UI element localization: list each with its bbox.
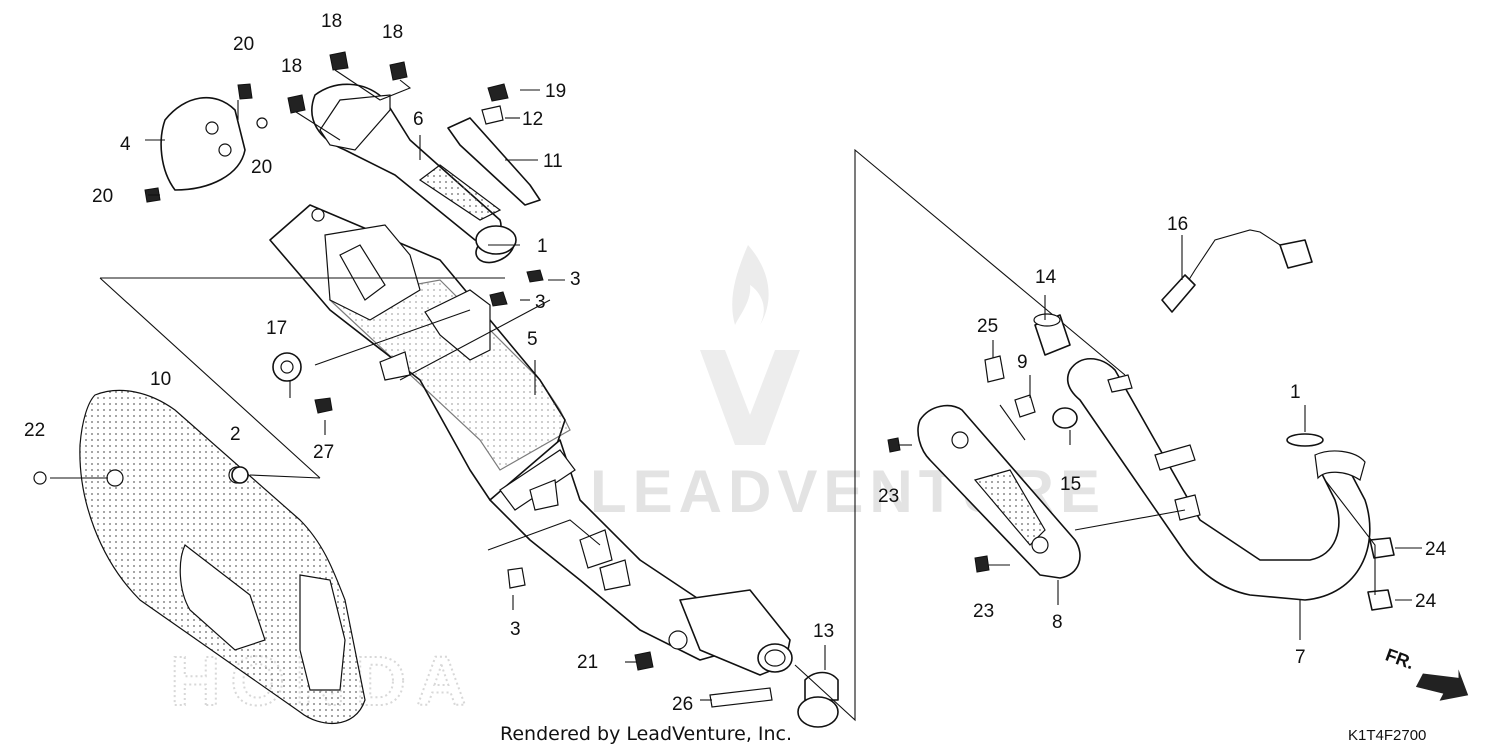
callout-24a: 24 xyxy=(1425,539,1447,560)
bolt-22 xyxy=(33,471,47,485)
callout-20b: 20 xyxy=(251,157,272,178)
callout-25: 25 xyxy=(977,316,998,337)
clip-3c xyxy=(507,567,526,589)
callout-19: 19 xyxy=(545,81,566,102)
callout-18c: 18 xyxy=(281,56,302,77)
bolt-18a xyxy=(329,51,349,71)
callout-20a: 20 xyxy=(233,34,254,55)
callout-16: 16 xyxy=(1167,214,1188,235)
gasket-1b xyxy=(1286,433,1324,447)
callout-17: 17 xyxy=(266,318,287,339)
callout-1b: 1 xyxy=(1290,382,1301,403)
grommet-2 xyxy=(231,466,249,484)
guard-11 xyxy=(447,117,541,206)
callout-3c: 3 xyxy=(510,619,521,640)
protector-8 xyxy=(917,404,1081,579)
callout-4: 4 xyxy=(120,134,131,155)
o2-sensor-16 xyxy=(1161,229,1313,313)
callout-3b: 3 xyxy=(535,292,546,313)
clip-9 xyxy=(1014,394,1036,418)
fr-label: FR. xyxy=(1383,645,1417,674)
bolt-26 xyxy=(709,687,773,708)
band-15 xyxy=(1052,407,1078,429)
callout-7: 7 xyxy=(1295,647,1306,668)
bolt-18b xyxy=(389,61,408,81)
clip-25 xyxy=(984,355,1005,383)
nut-24a xyxy=(1369,537,1395,559)
collar-14 xyxy=(1033,313,1071,356)
bolt-23a xyxy=(887,437,901,453)
callout-14: 14 xyxy=(1035,267,1057,288)
muffler-5 xyxy=(269,204,793,676)
hardware-left xyxy=(33,51,839,728)
front-direction-arrow: FR. xyxy=(1383,645,1469,701)
callout-2: 2 xyxy=(230,424,241,445)
nut-12 xyxy=(481,105,504,125)
clip-3b xyxy=(489,291,508,307)
washer-20b xyxy=(256,117,268,129)
clip-3a xyxy=(526,269,544,283)
end-cap-4 xyxy=(160,96,246,191)
callout-13: 13 xyxy=(813,621,834,642)
stay-bracket xyxy=(379,289,491,381)
rendered-by-caption: Rendered by LeadVenture, Inc. xyxy=(500,723,792,745)
bolt-19 xyxy=(487,83,509,102)
bolt-27 xyxy=(314,397,333,414)
exhaust-pipe-7 xyxy=(1066,357,1371,601)
callout-23a: 23 xyxy=(878,486,899,507)
callout-9: 9 xyxy=(1017,352,1028,373)
callout-1a: 1 xyxy=(537,236,548,257)
callout-12: 12 xyxy=(522,109,543,130)
callout-6: 6 xyxy=(413,109,424,130)
callout-5: 5 xyxy=(527,329,538,350)
nut-24b xyxy=(1367,589,1393,611)
leader-lines-right xyxy=(898,235,1422,640)
bolt-20a xyxy=(237,83,253,100)
leader-lines-left xyxy=(50,69,1126,722)
bolt-18c xyxy=(287,94,306,114)
bolt-21 xyxy=(634,651,654,671)
bolt-23b xyxy=(974,555,990,573)
callout-23b: 23 xyxy=(973,601,994,622)
callout-20c: 20 xyxy=(92,186,113,207)
callout-24b: 24 xyxy=(1415,591,1437,612)
callout-27: 27 xyxy=(313,442,334,463)
callout-8: 8 xyxy=(1052,612,1063,633)
callout-18a: 18 xyxy=(321,11,342,32)
callout-21: 21 xyxy=(577,652,598,673)
band-13 xyxy=(804,671,839,701)
callout-labels: 1 1 2 3 3 3 4 5 6 7 8 9 10 11 12 13 14 1… xyxy=(24,11,1447,715)
callout-15: 15 xyxy=(1060,474,1081,495)
diagram-code: K1T4F2700 xyxy=(1348,727,1426,744)
callout-3a: 3 xyxy=(570,269,581,290)
callout-10: 10 xyxy=(150,369,171,390)
callout-22: 22 xyxy=(24,420,45,441)
callout-26: 26 xyxy=(672,694,693,715)
hardware-right xyxy=(887,355,1395,611)
heat-shield-10 xyxy=(79,389,366,724)
callout-11: 11 xyxy=(543,151,563,172)
callout-18b: 18 xyxy=(382,22,403,43)
